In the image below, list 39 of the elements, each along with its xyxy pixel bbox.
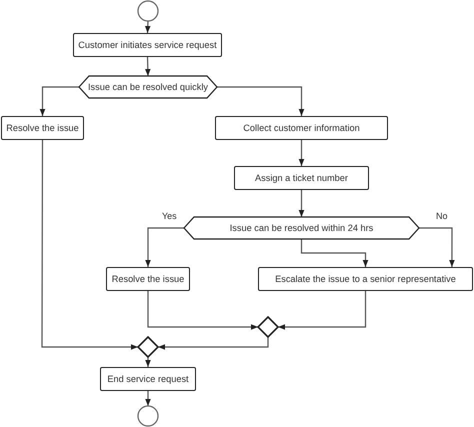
arrow xyxy=(145,56,151,76)
arrow xyxy=(40,86,79,116)
process-box xyxy=(215,116,388,140)
edge-label: Yes xyxy=(161,211,178,221)
process-box xyxy=(234,166,369,190)
arrow xyxy=(419,227,455,267)
node-label: Resolve the issue xyxy=(112,274,184,284)
node-label: End service request xyxy=(107,374,189,384)
merge-diamond xyxy=(138,337,158,357)
process-box xyxy=(100,367,196,391)
node-label: Collect customer information xyxy=(243,123,360,133)
merge-diamond xyxy=(258,317,278,337)
arrow xyxy=(145,20,151,34)
node-label: Assign a ticket number xyxy=(255,173,348,183)
terminal-circle xyxy=(138,1,158,21)
arrow xyxy=(41,140,138,350)
arrow xyxy=(145,357,151,367)
decision-hexagon xyxy=(184,217,419,239)
process-box xyxy=(106,267,190,291)
node-label: Resolve the issue xyxy=(6,123,79,133)
decision-hexagon xyxy=(79,76,217,98)
process-box xyxy=(73,33,222,57)
arrow xyxy=(278,291,366,330)
arrow xyxy=(147,291,258,330)
arrow xyxy=(145,391,151,406)
arrow xyxy=(298,140,304,166)
arrow xyxy=(300,239,368,267)
arrow xyxy=(298,190,304,217)
process-box xyxy=(258,267,473,291)
arrow xyxy=(217,86,304,116)
node-label: Issue can be resolved within 24 hrs xyxy=(230,223,374,233)
node-label: Issue can be resolved quickly xyxy=(88,82,208,92)
terminal-circle xyxy=(138,406,158,426)
node-label: Customer initiates service request xyxy=(78,40,217,50)
process-box xyxy=(1,116,84,140)
arrow xyxy=(145,227,184,267)
edge-label: No xyxy=(435,211,449,221)
node-label: Escalate the issue to a senior representative xyxy=(275,274,456,284)
arrow xyxy=(158,337,269,350)
